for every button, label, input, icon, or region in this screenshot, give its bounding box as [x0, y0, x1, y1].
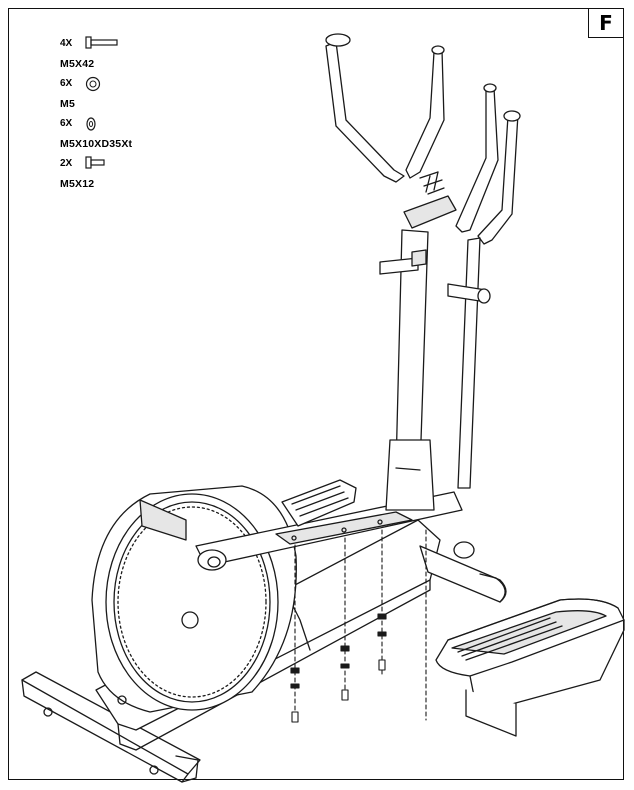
part-quantity: 6X — [60, 118, 73, 129]
short-bolt-icon — [85, 156, 105, 169]
part-bolt-m5x42: 4X M5X42 — [60, 36, 180, 78]
hardware-legend: 4X M5X42 6X M5 6X M5X10XD35Xt 2X M5X12 — [60, 36, 180, 198]
part-quantity: 4X — [60, 38, 73, 49]
part-washer: 6X M5X10XD35Xt — [60, 117, 180, 158]
part-quantity: 2X — [60, 158, 73, 169]
part-spec: M5X42 — [60, 58, 95, 70]
bolt-icon — [85, 36, 118, 49]
console — [403, 171, 457, 229]
nut-icon — [85, 76, 101, 92]
assembly-bolts — [290, 529, 427, 723]
upright-column — [379, 229, 435, 511]
step-label: F — [588, 9, 623, 38]
right-pedal-arm — [419, 541, 507, 603]
part-nut-m5: 6X M5 — [60, 76, 180, 118]
handlebars — [325, 33, 521, 489]
part-quantity: 6X — [60, 78, 73, 89]
right-pedal — [435, 598, 625, 737]
base-stabilizer — [21, 671, 201, 783]
left-pedal — [281, 479, 357, 527]
part-spec: M5X12 — [60, 178, 95, 190]
part-bolt-m5x12: 2X M5X12 — [60, 156, 180, 198]
diagram-frame: F — [8, 8, 624, 780]
part-spec: M5X10XD35Xt — [60, 138, 133, 150]
flywheel-housing — [91, 485, 297, 713]
part-spec: M5 — [60, 98, 75, 110]
washer-icon — [86, 117, 96, 131]
